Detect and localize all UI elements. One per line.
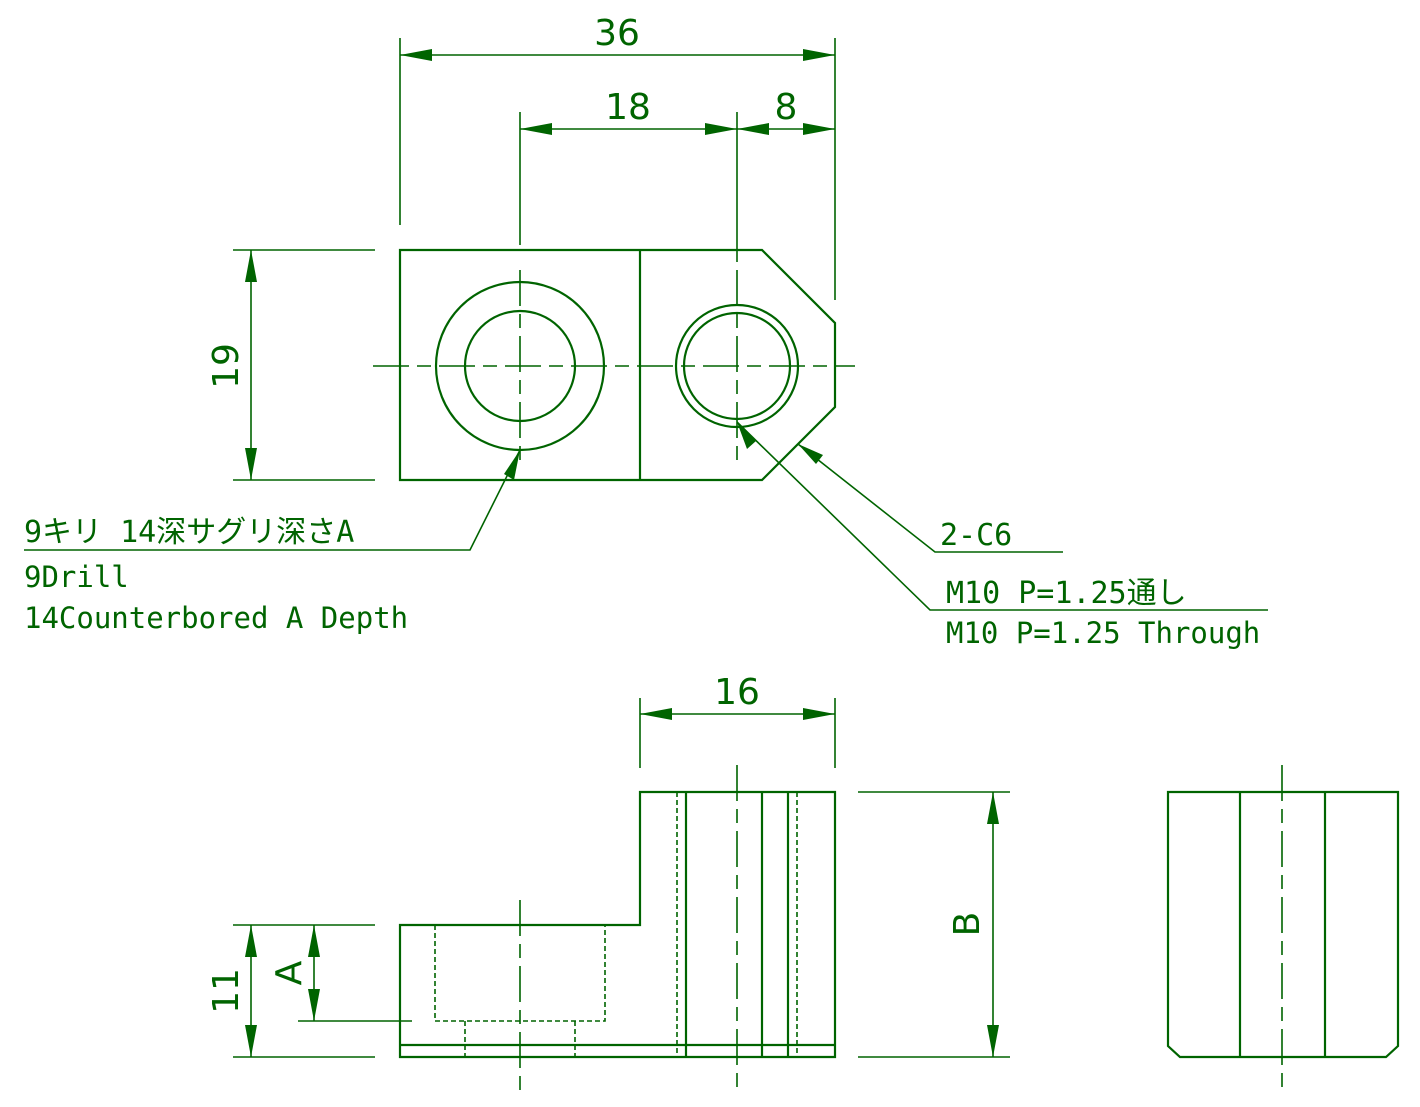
arrow [245,250,257,282]
arrow [245,925,257,957]
top-dimensions: 36 18 8 19 [206,13,835,480]
arrow [987,1025,999,1057]
arrow [803,123,835,135]
arrow [737,123,769,135]
counterbore-callout: 9キリ 14深サグリ深さA 9Drill 14Counterbored A De… [24,450,520,635]
leader-line [24,450,520,550]
front-view-outline [400,792,835,1057]
counterbore-note-en-2: 14Counterbored A Depth [24,601,408,635]
chamfer-note: 2-C6 [940,518,1012,553]
arrow [987,792,999,824]
arrow [245,1025,257,1057]
front-view [400,765,835,1095]
arrow [504,450,520,480]
top-view [373,250,855,480]
dim-label-16: 16 [714,672,760,713]
dim-label-11: 11 [206,968,247,1014]
counterbore-note-jp: 9キリ 14深サグリ深さA [24,515,354,550]
arrow [308,989,320,1021]
leader-line [737,422,1268,610]
arrow [803,49,835,61]
leader-line [798,444,1063,552]
top-view-outline [400,250,835,480]
side-view [1168,765,1398,1095]
arrow [308,925,320,957]
side-view-outline [1168,792,1398,1057]
dim-label-b: B [947,912,988,937]
arrow [520,123,552,135]
counterbore-note-en-1: 9Drill [24,560,129,594]
chamfer-callout: 2-C6 [798,444,1063,553]
thread-note-jp: M10 P=1.25通し [946,576,1187,611]
arrow [640,708,672,720]
arrow [705,123,737,135]
dim-label-8: 8 [775,87,798,128]
arrow [798,444,823,464]
arrow [803,708,835,720]
arrow [737,422,756,449]
front-dimensions: 16 11 A B [206,672,1010,1057]
thread-note-en: M10 P=1.25 Through [946,616,1260,650]
dim-label-19: 19 [206,343,247,389]
dim-label-36: 36 [594,13,640,54]
dim-label-18: 18 [605,87,651,128]
dim-label-a: A [269,960,310,985]
thread-callout: M10 P=1.25通し M10 P=1.25 Through [737,422,1268,650]
arrow [245,448,257,480]
arrow [400,49,432,61]
